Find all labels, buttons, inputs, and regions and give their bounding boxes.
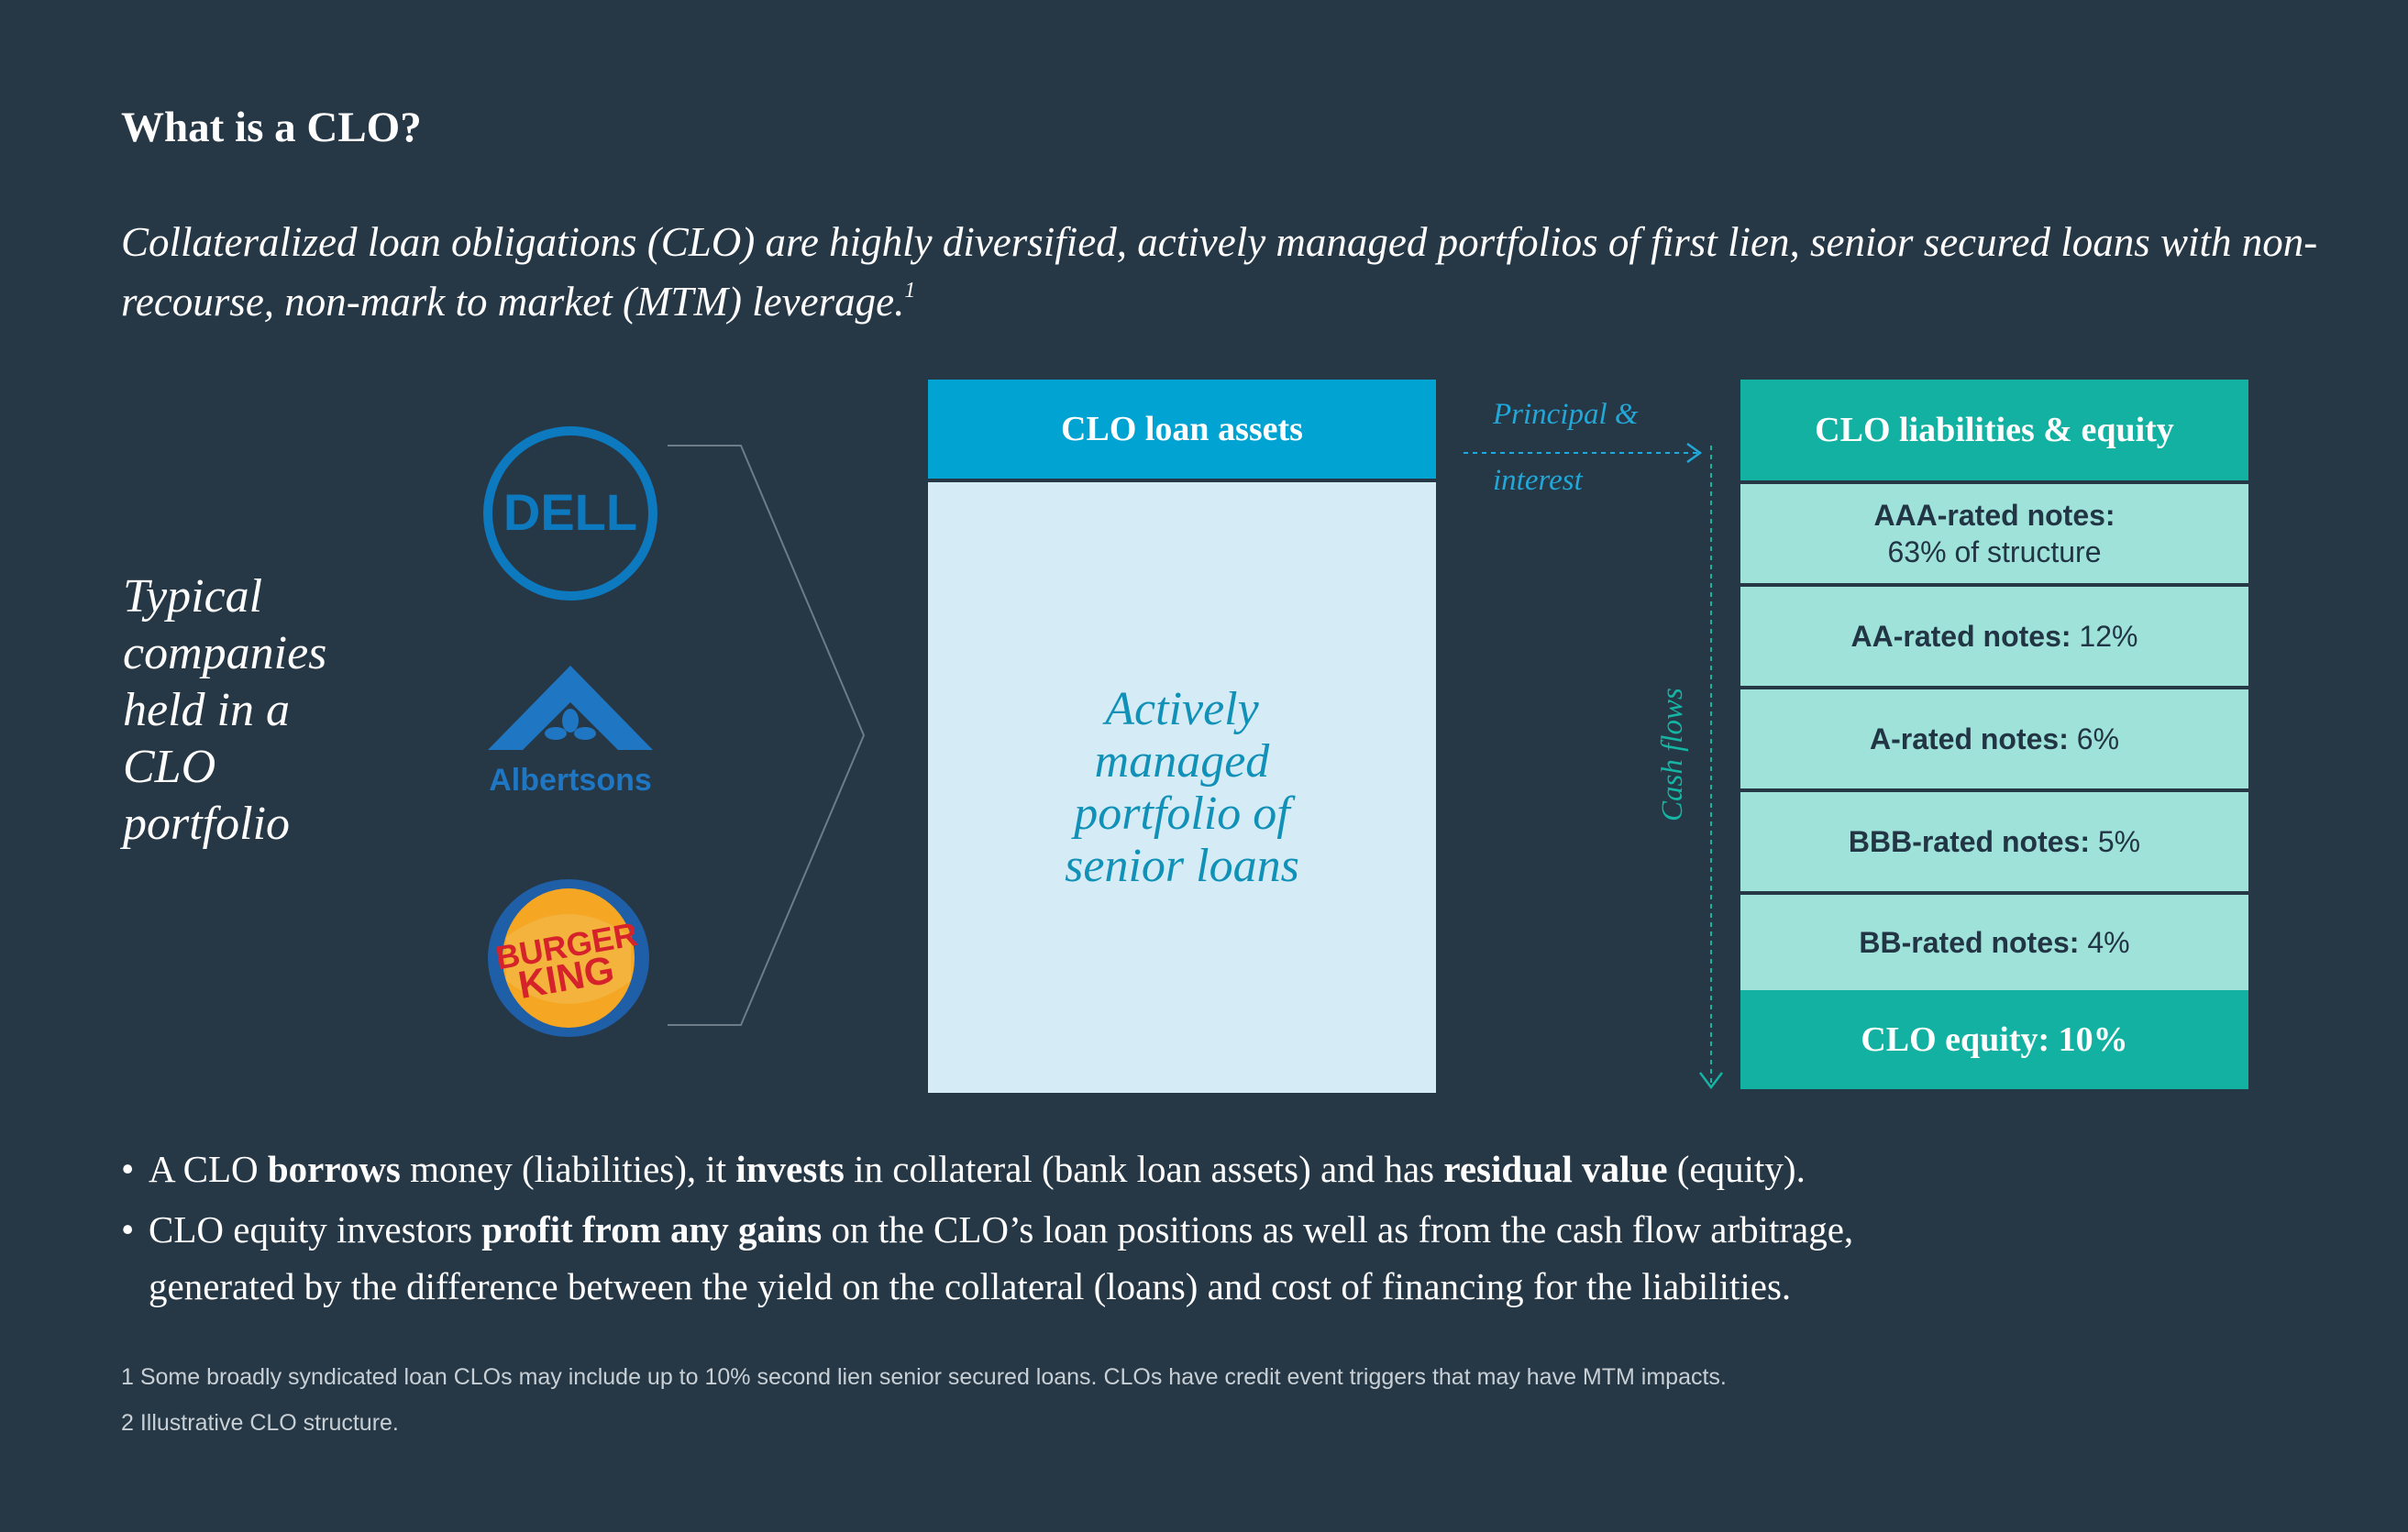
- footnote-1: 1 Some broadly syndicated loan CLOs may …: [121, 1364, 1727, 1390]
- bullet-dot: •: [121, 1208, 135, 1251]
- assets-body-text: Actively managed portfolio of senior loa…: [1065, 683, 1299, 892]
- subtitle-text: Collateralized loan obligations (CLO) ar…: [121, 219, 2318, 325]
- typical-companies-label: Typical companies held in a CLO portfoli…: [123, 570, 327, 850]
- tranche-bb: BB-rated notes: 4%: [1740, 895, 2248, 990]
- cash-flows-arrow: [1699, 446, 1723, 1090]
- bullet-1-strong-3: residual value: [1443, 1148, 1668, 1190]
- bullet-2-text-2: on the CLO’s loan positions as well as f…: [822, 1208, 1854, 1251]
- bullet-2-text-1: CLO equity investors: [149, 1208, 482, 1251]
- tranche-aa-label: AA-rated notes:: [1850, 620, 2071, 653]
- principal-label: Principal &: [1493, 398, 1639, 431]
- footnote-2: 2 Illustrative CLO structure.: [121, 1410, 399, 1436]
- clo-equity: CLO equity: 10%: [1740, 990, 2248, 1089]
- bullet-2-strong-1: profit from any gains: [481, 1208, 823, 1251]
- bullet-1-text-1: A CLO: [149, 1148, 268, 1190]
- clo-liabilities-header: CLO liabilities & equity: [1740, 380, 2248, 480]
- bullet-1-strong-2: invests: [735, 1148, 845, 1190]
- page-title: What is a CLO?: [121, 104, 422, 151]
- principal-arrow: [1464, 442, 1703, 464]
- tranche-bb-label: BB-rated notes:: [1859, 926, 2080, 959]
- dell-logo-text: DELL: [503, 483, 637, 541]
- cash-flows-label: Cash flows: [1656, 688, 1689, 821]
- interest-label: interest: [1493, 464, 1583, 497]
- subtitle-footnote-ref: 1: [904, 279, 916, 303]
- dell-logo: DELL: [483, 426, 657, 601]
- tranche-a-value: 6%: [2076, 722, 2120, 755]
- tranche-bbb-label: BBB-rated notes:: [1848, 825, 2090, 858]
- bullet-1-strong-1: borrows: [267, 1148, 401, 1190]
- bullet-1-text-4: (equity).: [1667, 1148, 1806, 1190]
- tranche-aaa-value: 63% of structure: [1887, 535, 2102, 568]
- bullet-item-1: • A CLO borrows money (liabilities), it …: [121, 1141, 2358, 1197]
- tranche-aaa-label: AAA-rated notes:: [1873, 499, 2115, 532]
- subtitle: Collateralized loan obligations (CLO) ar…: [121, 213, 2340, 332]
- tranche-aa: AA-rated notes: 12%: [1740, 587, 2248, 686]
- tranche-aaa: AAA-rated notes: 63% of structure: [1740, 484, 2248, 583]
- clo-loan-assets-body: Actively managed portfolio of senior loa…: [928, 482, 1436, 1093]
- chevron-connector: [668, 445, 866, 1026]
- tranche-bbb: BBB-rated notes: 5%: [1740, 792, 2248, 891]
- bullet-2-text-3: generated by the difference between the …: [149, 1265, 1792, 1307]
- albertsons-logo: Albertsons: [488, 666, 653, 798]
- tranche-aa-value: 12%: [2079, 620, 2138, 653]
- bullet-dot: •: [121, 1148, 135, 1190]
- tranche-a-label: A-rated notes:: [1869, 722, 2069, 755]
- bullet-1-text-2: money (liabilities), it: [400, 1148, 736, 1190]
- bullet-list: • A CLO borrows money (liabilities), it …: [121, 1141, 2358, 1318]
- tranche-a: A-rated notes: 6%: [1740, 689, 2248, 788]
- clo-loan-assets-header: CLO loan assets: [928, 380, 1436, 479]
- albertsons-logo-text: Albertsons: [489, 763, 652, 798]
- tranche-bb-value: 4%: [2087, 926, 2130, 959]
- bullet-item-2: • CLO equity investors profit from any g…: [121, 1201, 2358, 1315]
- tranche-bbb-value: 5%: [2097, 825, 2141, 858]
- bullet-1-text-3: in collateral (bank loan assets) and has: [844, 1148, 1444, 1190]
- burger-king-logo: BURGER KING: [488, 879, 649, 1037]
